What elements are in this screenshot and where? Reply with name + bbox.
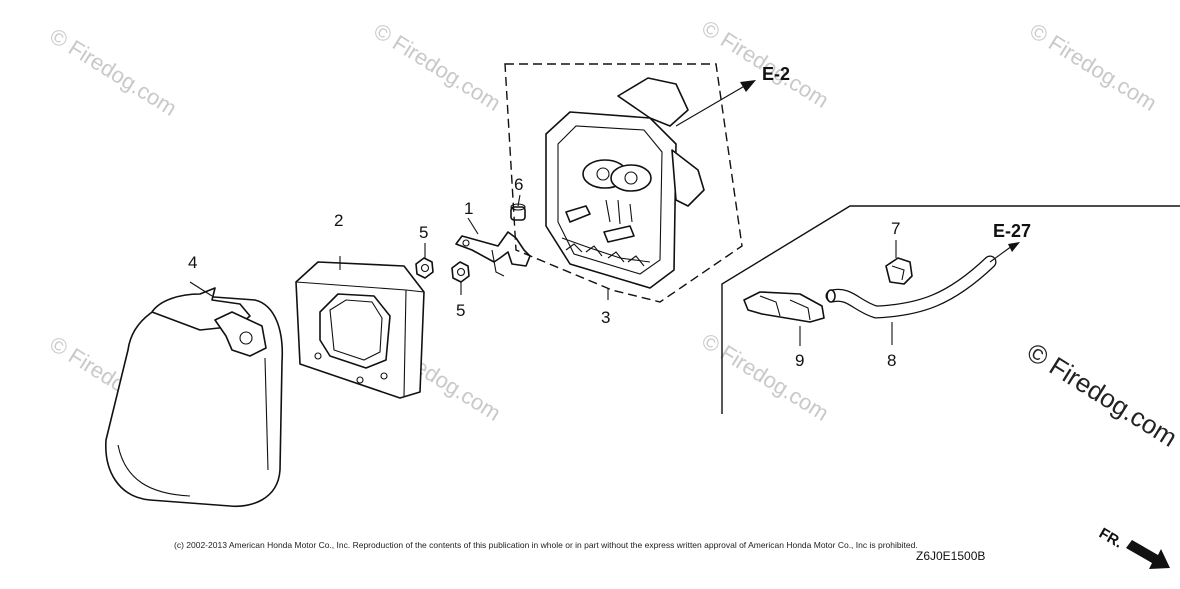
inset-frame bbox=[721, 205, 1180, 414]
callout-5-upper: 5 bbox=[419, 223, 428, 242]
part-4-air-cleaner-cover bbox=[105, 281, 284, 508]
callout-8: 8 bbox=[887, 351, 896, 370]
callout-3: 3 bbox=[601, 308, 610, 327]
reference-e2: E-2 bbox=[762, 64, 790, 84]
part-3-air-cleaner-case bbox=[504, 63, 756, 303]
part-8-breather-tube bbox=[825, 255, 997, 345]
watermark-text: © Firedog.com bbox=[369, 18, 505, 116]
watermark-text: © Firedog.com bbox=[45, 23, 181, 121]
part-7-clip bbox=[885, 240, 913, 285]
callout-1: 1 bbox=[464, 199, 473, 218]
front-arrow-icon bbox=[1126, 540, 1170, 569]
callout-9: 9 bbox=[795, 351, 804, 370]
watermark-large: © Firedog.com bbox=[1022, 337, 1180, 453]
callout-7: 7 bbox=[891, 219, 900, 238]
part-5-nut bbox=[415, 243, 470, 295]
front-label: FR. bbox=[1096, 525, 1125, 552]
front-direction-indicator: FR. bbox=[1096, 525, 1170, 569]
copyright-notice: (c) 2002-2013 American Honda Motor Co., … bbox=[174, 540, 918, 550]
watermark-text: © Firedog.com bbox=[697, 328, 833, 426]
diagram-code: Z6J0E1500B bbox=[916, 549, 985, 563]
reference-e27: E-27 bbox=[993, 221, 1031, 241]
part-2-air-cleaner-element bbox=[295, 256, 425, 399]
callout-5-lower: 5 bbox=[456, 301, 465, 320]
e27-leader bbox=[989, 245, 1013, 263]
part-1-bracket bbox=[455, 217, 531, 277]
e27-arrow bbox=[1008, 242, 1020, 252]
part-9-holder bbox=[743, 291, 825, 346]
callout-6: 6 bbox=[514, 175, 523, 194]
callout-4: 4 bbox=[188, 253, 197, 272]
callout-2: 2 bbox=[334, 211, 343, 230]
watermark-text: © Firedog.com bbox=[1025, 18, 1161, 116]
